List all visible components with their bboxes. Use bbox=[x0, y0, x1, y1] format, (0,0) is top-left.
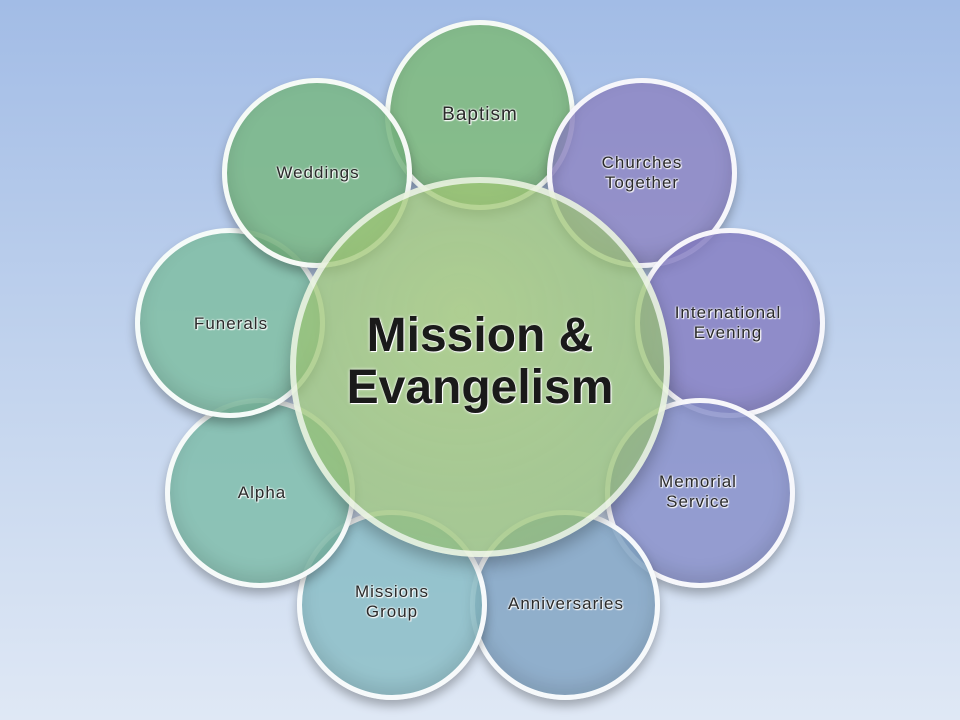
node-label-churches-together: Churches Together bbox=[601, 153, 683, 192]
center-title: Mission & Evangelism bbox=[346, 309, 614, 414]
node-label-anniversaries: Anniversaries bbox=[508, 594, 624, 613]
node-label-funerals: Funerals bbox=[193, 314, 269, 333]
center-circle bbox=[290, 177, 670, 557]
node-label-missions-group: Missions Group bbox=[354, 582, 430, 621]
node-label-baptism: Baptism bbox=[442, 104, 518, 125]
node-label-weddings: Weddings bbox=[276, 163, 360, 182]
node-label-international-evening: International Evening bbox=[674, 303, 782, 342]
node-label-memorial-service: Memorial Service bbox=[659, 472, 737, 511]
node-label-alpha: Alpha bbox=[237, 483, 287, 502]
